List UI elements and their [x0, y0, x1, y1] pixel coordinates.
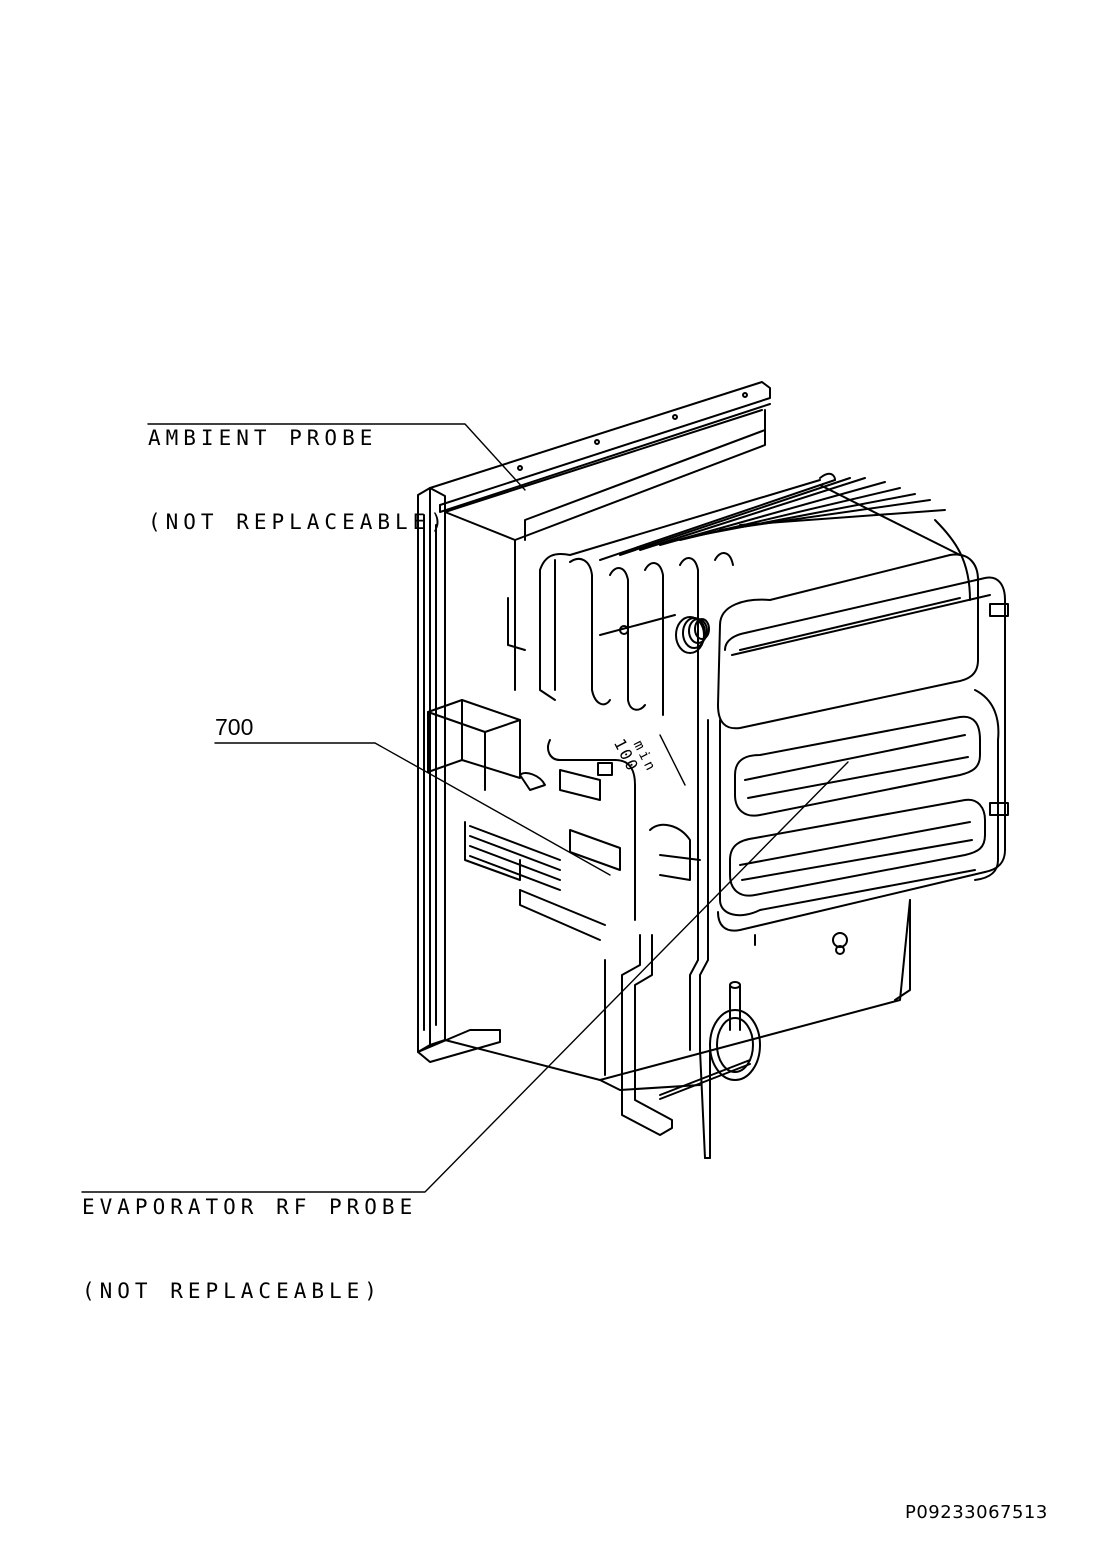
condenser-fins — [539, 472, 971, 721]
drain-tube — [621, 932, 848, 1136]
dimension-leader — [659, 734, 686, 786]
part-number-700: 700 — [215, 714, 254, 740]
part-700-leader — [214, 742, 611, 876]
ambient-probe-leader — [147, 423, 526, 491]
leader-lines — [81, 423, 849, 1193]
front-frame — [417, 487, 501, 1063]
top-rail — [429, 381, 771, 513]
evaporator-probe-label-line2: (NOT REPLACEABLE) — [82, 1279, 382, 1303]
evaporator-probe-label: EVAPORATOR RF PROBE (NOT REPLACEABLE) — [82, 1137, 417, 1361]
burner-pipe — [659, 719, 761, 1159]
evaporator-panel — [717, 553, 1000, 917]
outer-pipe-loop — [717, 576, 1009, 932]
cabinet-body — [444, 409, 911, 1091]
ambient-probe-label-line1: AMBIENT PROBE — [148, 426, 378, 450]
drawing-code: P09233067513 — [905, 1502, 1048, 1523]
heater-coil — [599, 614, 710, 654]
evaporator-probe-leader — [81, 761, 849, 1193]
control-box — [427, 699, 701, 921]
ambient-probe-label: AMBIENT PROBE (NOT REPLACEABLE) — [148, 368, 448, 592]
ambient-probe-label-line2: (NOT REPLACEABLE) — [148, 510, 448, 534]
evaporator-probe-label-line1: EVAPORATOR RF PROBE — [82, 1195, 418, 1219]
